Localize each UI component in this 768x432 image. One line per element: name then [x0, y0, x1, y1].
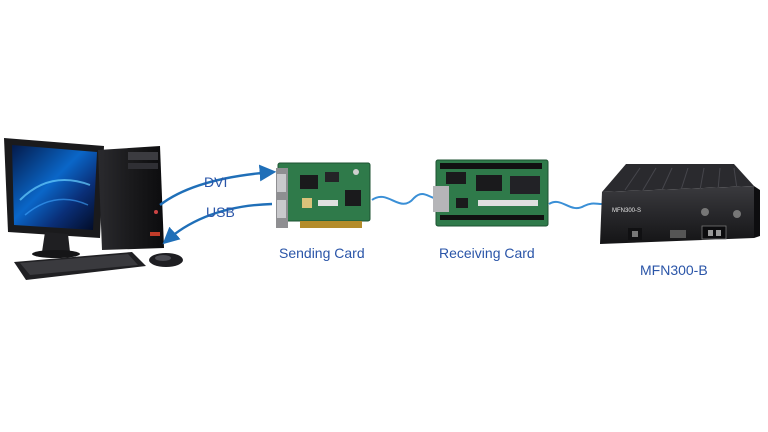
cable-sending-to-receiving [371, 193, 439, 205]
usb-arrow [162, 202, 273, 245]
cable-receiving-to-mfn [548, 201, 603, 209]
media-box-icon [600, 164, 760, 244]
usb-label: USB [206, 204, 235, 220]
device-model-text: MFN300-S [612, 208, 641, 214]
desktop-computer-icon [4, 138, 183, 280]
sending-card-label: Sending Card [279, 245, 365, 261]
mfn-label: MFN300-B [640, 262, 708, 278]
receiving-card-icon [433, 159, 549, 227]
dvi-label: DVI [204, 174, 228, 190]
sending-card-icon [276, 162, 371, 228]
dvi-arrow [159, 164, 277, 206]
receiving-card-label: Receiving Card [439, 245, 535, 261]
